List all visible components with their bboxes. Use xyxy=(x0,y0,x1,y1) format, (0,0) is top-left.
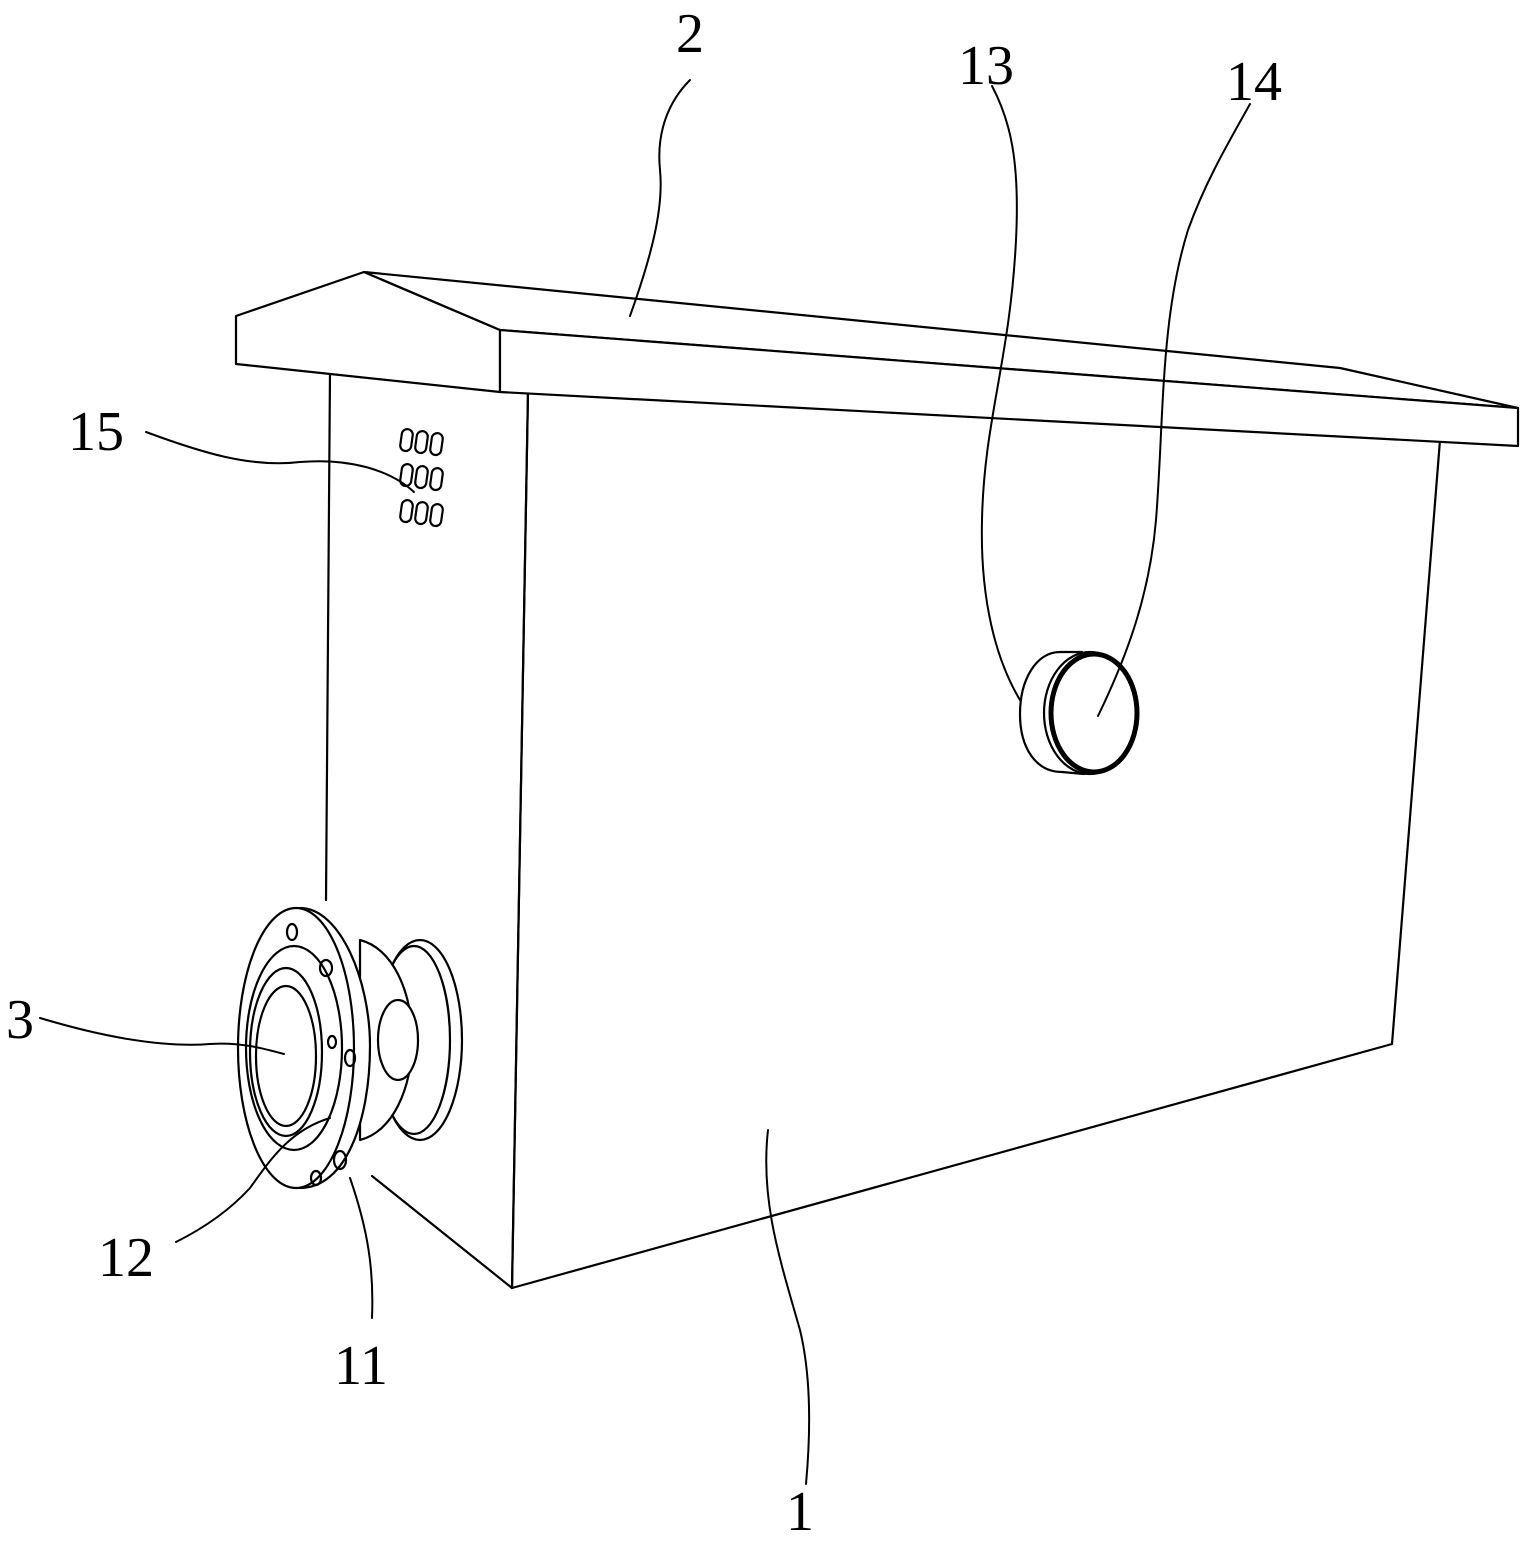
flange-assembly xyxy=(236,906,464,1190)
leader-1 xyxy=(765,1129,811,1485)
leader-11 xyxy=(349,1177,374,1319)
roof xyxy=(234,270,1520,448)
leader-12 xyxy=(175,1117,331,1243)
callout-12: 12 xyxy=(98,1227,154,1289)
callouts: 1 2 3 11 12 13 14 15 xyxy=(6,3,1282,1542)
callout-11: 11 xyxy=(334,1335,388,1397)
callout-2: 2 xyxy=(676,3,704,65)
bolt-hole xyxy=(332,1149,348,1171)
vent-slot xyxy=(414,430,429,455)
flange-pipe-bore xyxy=(254,984,318,1128)
vent-slot xyxy=(429,503,444,528)
box-front-face xyxy=(510,390,1442,1290)
flange-neck-inner xyxy=(376,998,420,1082)
box-bottom-edge-side xyxy=(370,1174,514,1290)
vent-slot xyxy=(399,499,414,524)
vent-slot xyxy=(399,463,414,488)
callout-1: 1 xyxy=(786,1481,814,1542)
bolt-hole xyxy=(318,958,334,978)
callout-15: 15 xyxy=(68,401,124,463)
callout-13: 13 xyxy=(958,35,1014,97)
bolt-hole xyxy=(309,1169,323,1187)
leader-13 xyxy=(980,85,1021,701)
leader-15 xyxy=(145,431,415,493)
vent-slot xyxy=(399,428,414,453)
bolt-hole xyxy=(285,922,299,942)
leader-14 xyxy=(1097,103,1251,717)
vent-slot xyxy=(414,501,429,526)
bolt-hole xyxy=(343,1048,357,1068)
vent-slots xyxy=(399,428,444,528)
callout-3: 3 xyxy=(6,989,34,1051)
leader-3 xyxy=(39,1017,285,1055)
box-side-face xyxy=(324,370,332,902)
flange-pipe xyxy=(248,966,324,1138)
bolt-hole xyxy=(326,1034,338,1050)
window-glass xyxy=(1048,651,1140,775)
box-front-left-edge xyxy=(510,390,530,1290)
vent-slot xyxy=(429,432,444,457)
callout-14: 14 xyxy=(1226,51,1282,113)
roof-front-fascia xyxy=(498,328,1520,448)
box-body xyxy=(324,370,1442,1290)
leader-lines xyxy=(39,79,1251,1485)
vent-slot xyxy=(414,465,429,490)
leader-2 xyxy=(629,79,691,317)
vent-slot xyxy=(429,467,444,492)
